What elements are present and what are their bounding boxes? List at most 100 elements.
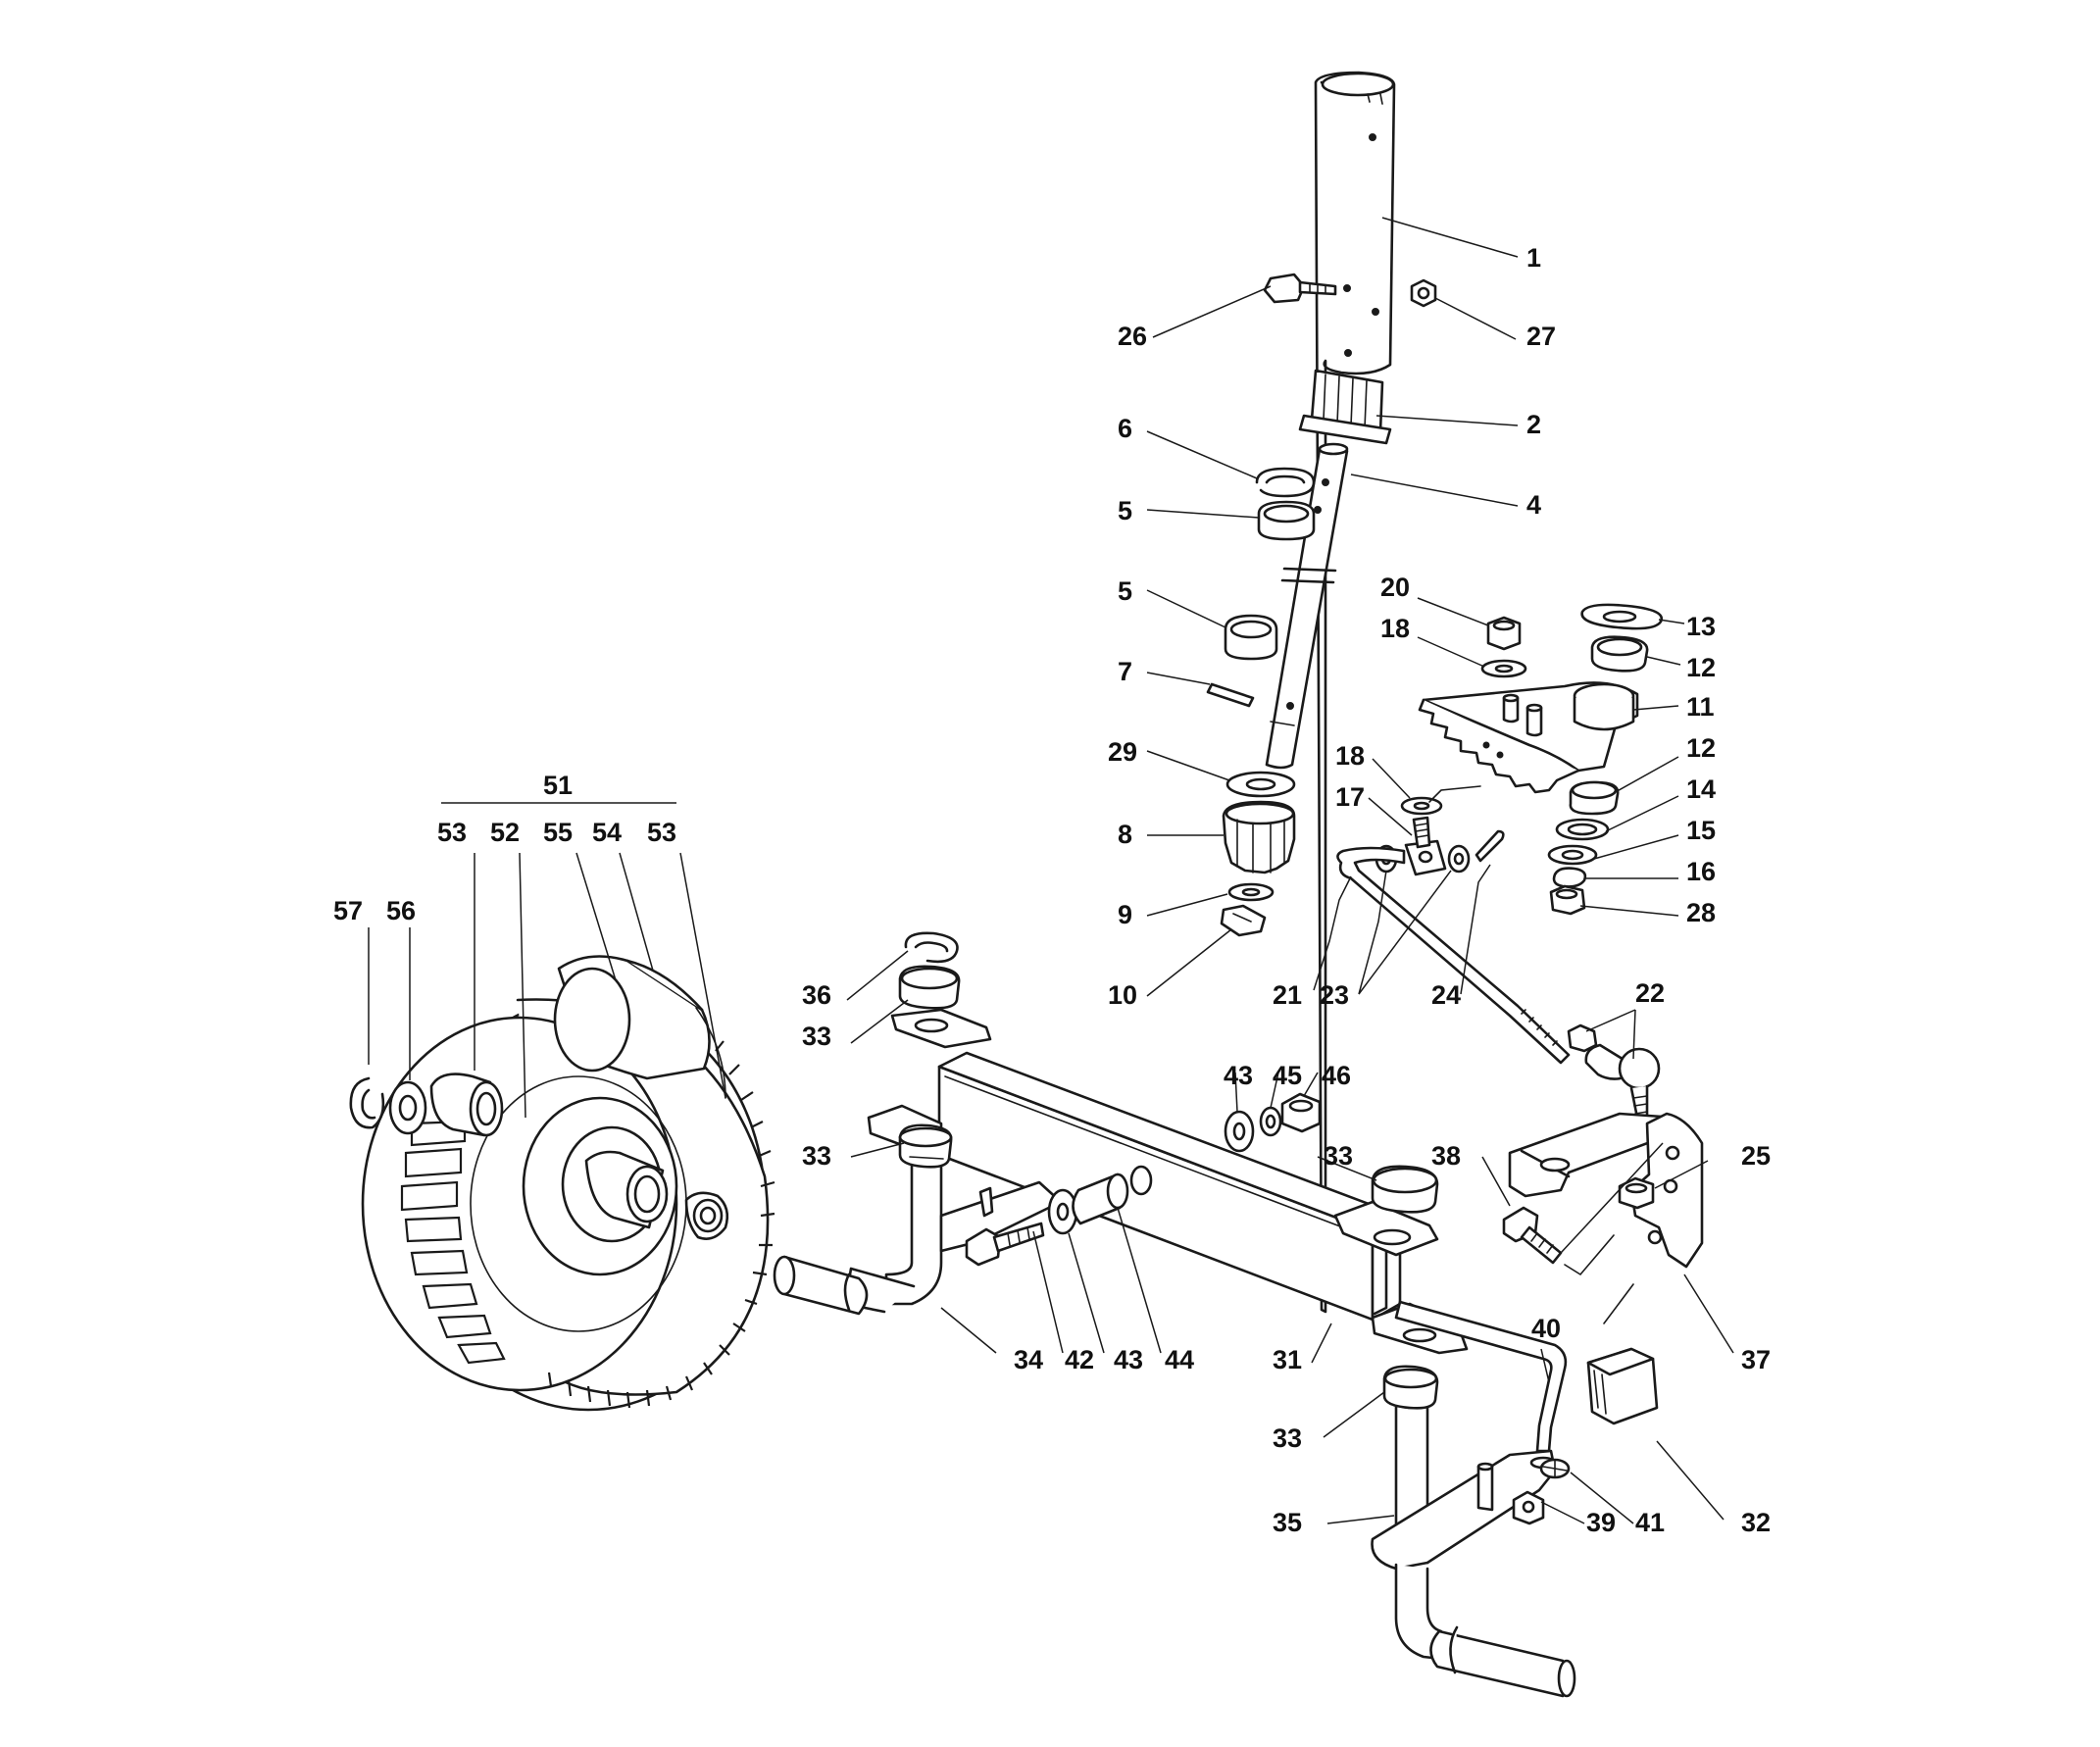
washer-41 <box>1539 1458 1571 1479</box>
spacer-44 <box>1072 1173 1129 1225</box>
washer-9 <box>1227 882 1275 902</box>
callout-21: 21 <box>1273 980 1302 1010</box>
bushing-33-a <box>898 965 961 1010</box>
bracket-37 <box>1508 1112 1704 1269</box>
drag-link-21 <box>1336 846 1571 1065</box>
callout-45: 45 <box>1273 1061 1302 1090</box>
callout-7: 7 <box>1118 657 1132 686</box>
washer-45 <box>1259 1106 1282 1137</box>
nut-25 <box>1618 1176 1655 1210</box>
callout-33-a: 33 <box>802 1022 831 1051</box>
callout-44: 44 <box>1165 1345 1194 1374</box>
bushing-33-d <box>1371 1165 1439 1214</box>
washer-29 <box>1225 771 1296 798</box>
circlip-6 <box>1255 467 1316 498</box>
callout-2: 2 <box>1526 410 1541 439</box>
callout-38: 38 <box>1431 1141 1461 1171</box>
nut-10 <box>1220 904 1267 937</box>
callout-55: 55 <box>543 818 573 847</box>
callout-37: 37 <box>1741 1345 1771 1374</box>
callout-22: 22 <box>1635 978 1665 1008</box>
callout-5-upper: 5 <box>1118 496 1132 525</box>
tire-edge-54 <box>695 1007 726 1099</box>
steering-shaft-4 <box>1265 442 1349 770</box>
circlip-36 <box>904 931 959 964</box>
hub-cap-55 <box>553 955 711 1080</box>
callout-23: 23 <box>1320 980 1349 1010</box>
washer-56 <box>388 1080 427 1135</box>
assembly-line-17 <box>1428 785 1481 803</box>
callout-9: 9 <box>1118 900 1132 929</box>
bolt-38 <box>1502 1206 1563 1265</box>
callout-36: 36 <box>802 980 831 1010</box>
cotter-pin-24 <box>1475 829 1505 863</box>
plate-13 <box>1580 603 1664 630</box>
washer-15 <box>1547 844 1598 866</box>
washer-18-lower <box>1400 796 1443 816</box>
column-bushing-2 <box>1298 369 1392 445</box>
callout-28: 28 <box>1686 898 1716 927</box>
assembly-line-38 <box>1564 1234 1615 1276</box>
bushing-33-c <box>1382 1365 1439 1410</box>
callout-12-lower: 12 <box>1686 733 1716 763</box>
ball-joint-22 <box>1584 1043 1661 1129</box>
washer-18-upper <box>1480 659 1527 678</box>
bushing-12-upper <box>1590 635 1649 673</box>
callout-8: 8 <box>1118 820 1132 849</box>
callout-10: 10 <box>1108 980 1137 1010</box>
callout-34: 34 <box>1014 1345 1043 1374</box>
callout-51: 51 <box>543 771 573 800</box>
bushing-5-lower <box>1224 614 1278 661</box>
callout-31: 31 <box>1273 1345 1302 1374</box>
callout-15: 15 <box>1686 816 1716 845</box>
washer-16 <box>1552 867 1587 888</box>
callout-13: 13 <box>1686 612 1716 641</box>
steering-column-tube <box>1314 71 1396 1314</box>
callout-18-upper: 18 <box>1380 614 1410 643</box>
assembly-line-37 <box>1603 1283 1634 1324</box>
callout-6: 6 <box>1118 414 1132 443</box>
callout-14: 14 <box>1686 774 1716 804</box>
callout-54: 54 <box>592 818 622 847</box>
callout-17: 17 <box>1335 782 1365 812</box>
callout-25: 25 <box>1741 1141 1771 1171</box>
callout-33-c: 33 <box>1324 1141 1353 1171</box>
nut-46 <box>1280 1092 1322 1133</box>
washer-14 <box>1555 818 1610 841</box>
tie-rod-40 <box>1394 1300 1568 1453</box>
callout-26: 26 <box>1118 322 1147 351</box>
nut-39 <box>1512 1490 1545 1525</box>
callout-20: 20 <box>1380 573 1410 602</box>
callout-33-b: 33 <box>802 1141 831 1171</box>
callout-12-upper: 12 <box>1686 653 1716 682</box>
callout-53-right: 53 <box>647 818 676 847</box>
washer-43-a <box>1047 1188 1078 1235</box>
callout-35: 35 <box>1273 1508 1302 1537</box>
callout-4: 4 <box>1526 490 1541 520</box>
bolt-26 <box>1263 273 1337 304</box>
spindle-34 <box>773 1137 1063 1316</box>
nut-28 <box>1549 884 1586 916</box>
pin-7 <box>1206 682 1255 708</box>
callout-16: 16 <box>1686 857 1716 886</box>
callout-56: 56 <box>386 896 416 925</box>
callout-5-lower: 5 <box>1118 576 1132 606</box>
callout-39: 39 <box>1586 1508 1616 1537</box>
spindle-35 <box>1371 1394 1576 1698</box>
bolt-42 <box>965 1222 1045 1267</box>
washer-43-b <box>1224 1110 1255 1153</box>
nut-20 <box>1486 616 1522 651</box>
callout-18-lower: 18 <box>1335 741 1365 771</box>
nut-27 <box>1410 278 1437 308</box>
bushing-12-lower <box>1569 780 1620 816</box>
leader-lines <box>368 217 1734 1524</box>
sector-gear-11 <box>1418 681 1639 794</box>
bushing-33-b <box>898 1123 953 1169</box>
callout-24: 24 <box>1431 980 1461 1010</box>
callout-33-d: 33 <box>1273 1423 1302 1453</box>
wheel-assembly <box>361 996 775 1412</box>
pinion-8 <box>1222 800 1296 874</box>
callout-43-b: 43 <box>1224 1061 1253 1090</box>
